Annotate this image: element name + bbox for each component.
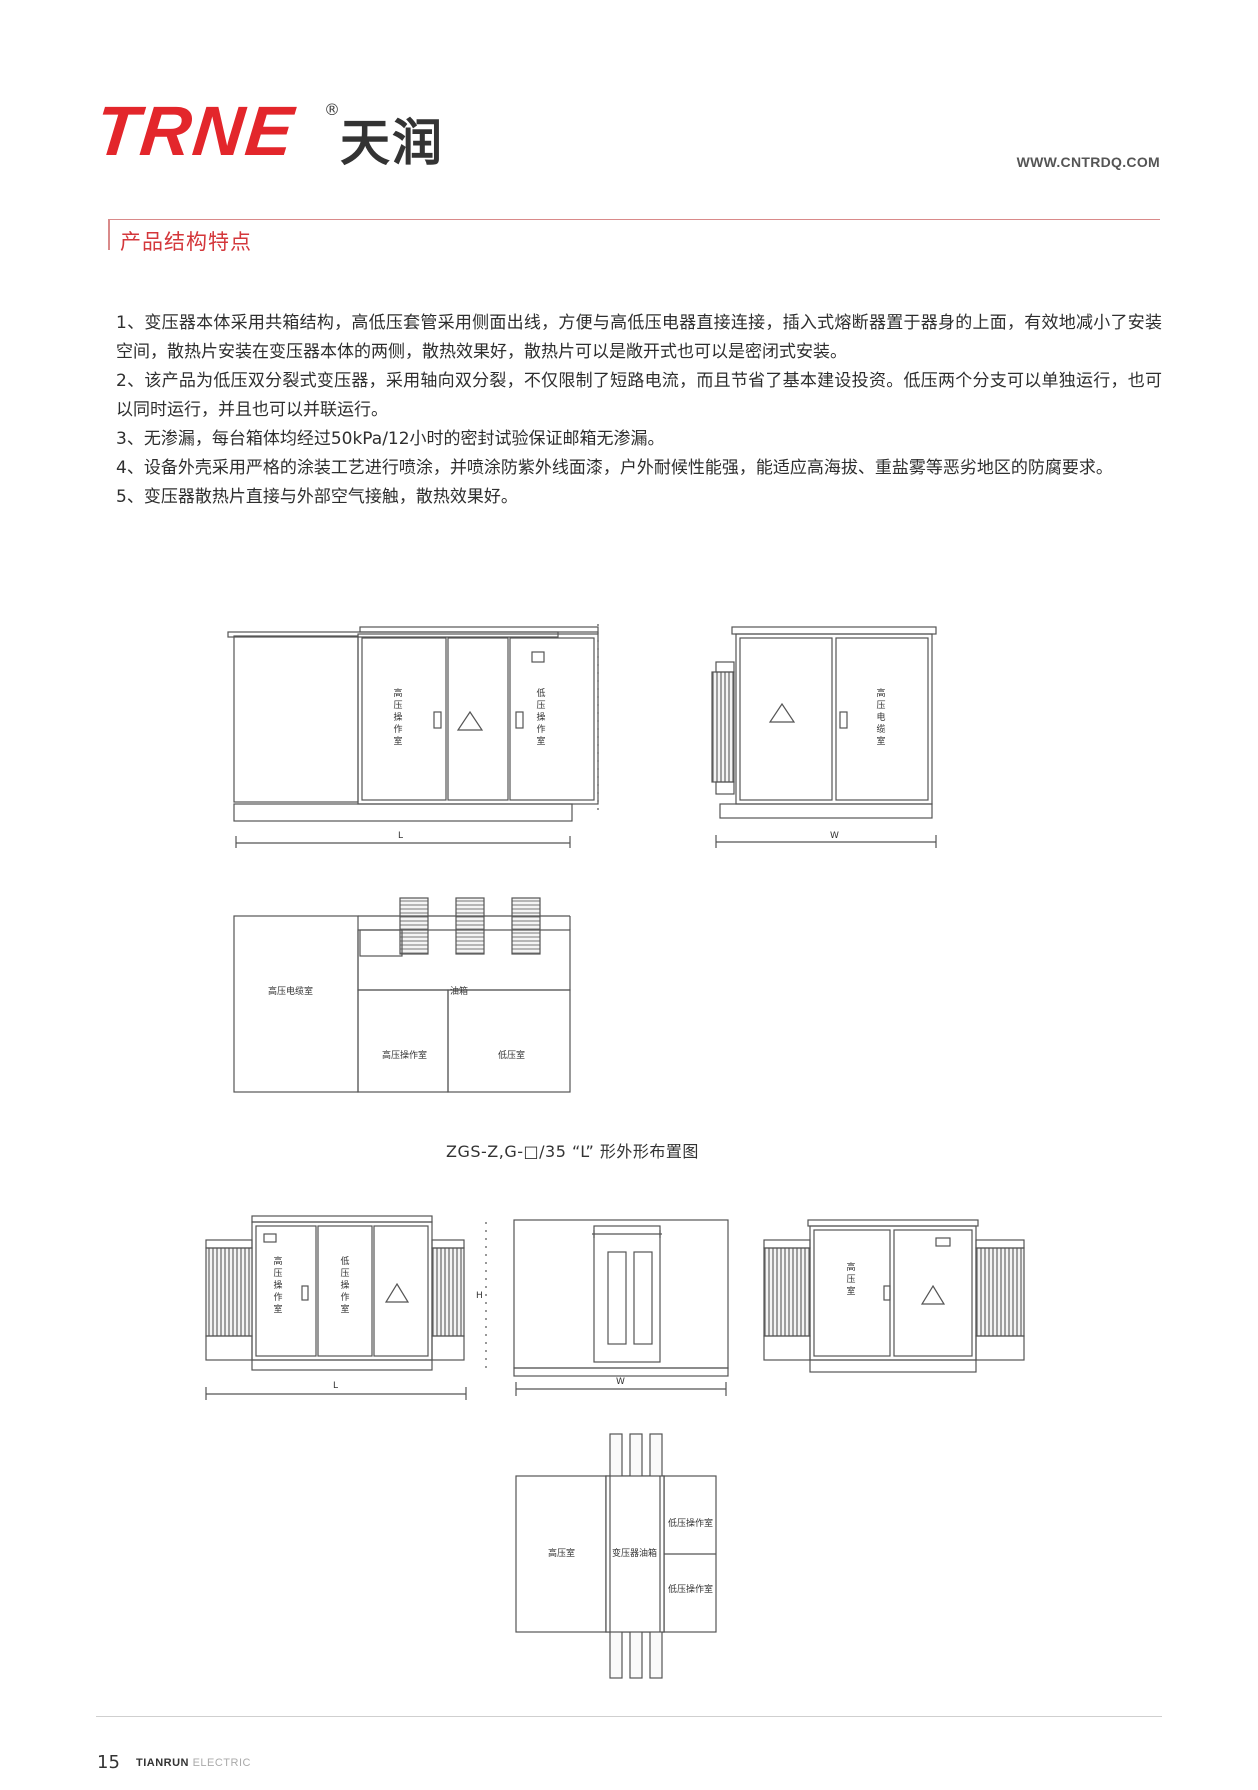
side-elevation-bottom — [763, 1219, 1025, 1373]
dimension-l: L — [398, 831, 404, 841]
plan2-lv-operation-room-top: 低压操作室 — [668, 1519, 714, 1529]
plan-view-1 — [233, 897, 571, 1093]
footer-brand-secondary: ELECTRIC — [192, 1757, 251, 1769]
dimension-h: H — [476, 1291, 483, 1301]
plan1-oil-tank: 油箱 — [450, 987, 469, 997]
header-rule — [108, 219, 1160, 220]
side-elevation-top — [711, 626, 937, 848]
feature-item: 5、变压器散热片直接与外部空气接触，散热效果好。 — [116, 487, 518, 507]
registered-mark: ® — [324, 100, 340, 119]
front-elevation-top — [227, 624, 599, 848]
feature-item: 1、变压器本体采用共箱结构，高低压套管采用侧面出线，方便与高低压电器直接连接，插… — [116, 313, 1162, 362]
label-lv-operation-room: 低压操作室 — [536, 689, 546, 747]
plan2-hv-room: 高压室 — [548, 1549, 576, 1559]
page-number: 15 — [97, 1752, 120, 1773]
feature-item: 3、无渗漏，每台箱体均经过50kPa/12小时的密封试验保证邮箱无渗漏。 — [116, 429, 665, 449]
label-hv-operation-room: 高压操作室 — [393, 689, 403, 747]
footer-rule — [96, 1716, 1162, 1717]
plan2-lv-operation-room-bottom: 低压操作室 — [668, 1585, 714, 1595]
plan-view-2 — [515, 1433, 717, 1679]
footer-brand: TIANRUN ELECTRIC — [136, 1757, 251, 1769]
footer-brand-primary: TIANRUN — [136, 1757, 189, 1769]
plan2-transformer-tank: 变压器油箱 — [612, 1549, 658, 1559]
end-elevation-bottom — [513, 1219, 729, 1396]
feature-list: 1、变压器本体采用共箱结构，高低压套管采用侧面出线，方便与高低压电器直接连接，插… — [116, 309, 1162, 512]
plan1-hv-operation-room: 高压操作室 — [382, 1051, 428, 1061]
dimension-w-2: W — [616, 1377, 625, 1387]
plan1-lv-room: 低压室 — [498, 1051, 526, 1061]
dimension-l-2: L — [333, 1381, 339, 1391]
front-elevation-bottom — [205, 1215, 487, 1400]
logo-chinese: 天润 — [340, 114, 444, 172]
feature-item: 2、该产品为低压双分裂式变压器，采用轴向双分裂，不仅限制了短路电流，而且节省了基… — [116, 371, 1162, 420]
figure-caption: ZGS-Z,G-□/35 “L” 形外形布置图 — [446, 1142, 699, 1161]
feature-item: 4、设备外壳采用严格的涂装工艺进行喷涂，并喷涂防紫外线面漆，户外耐候性能强，能适… — [116, 458, 1113, 478]
label-hv-room: 高压室 — [846, 1263, 856, 1297]
section-marker — [108, 219, 110, 250]
label-hv-cable-room: 高压电缆室 — [876, 689, 886, 747]
section-title: 产品结构特点 — [120, 230, 252, 254]
dimension-w: W — [830, 831, 839, 841]
website-url: WWW.CNTRDQ.COM — [1016, 154, 1160, 170]
label-lv-operation-room-2: 低压操作室 — [340, 1257, 350, 1315]
plan1-hv-cable-room: 高压电缆室 — [268, 987, 314, 997]
label-hv-operation-room-2: 高压操作室 — [273, 1257, 283, 1315]
